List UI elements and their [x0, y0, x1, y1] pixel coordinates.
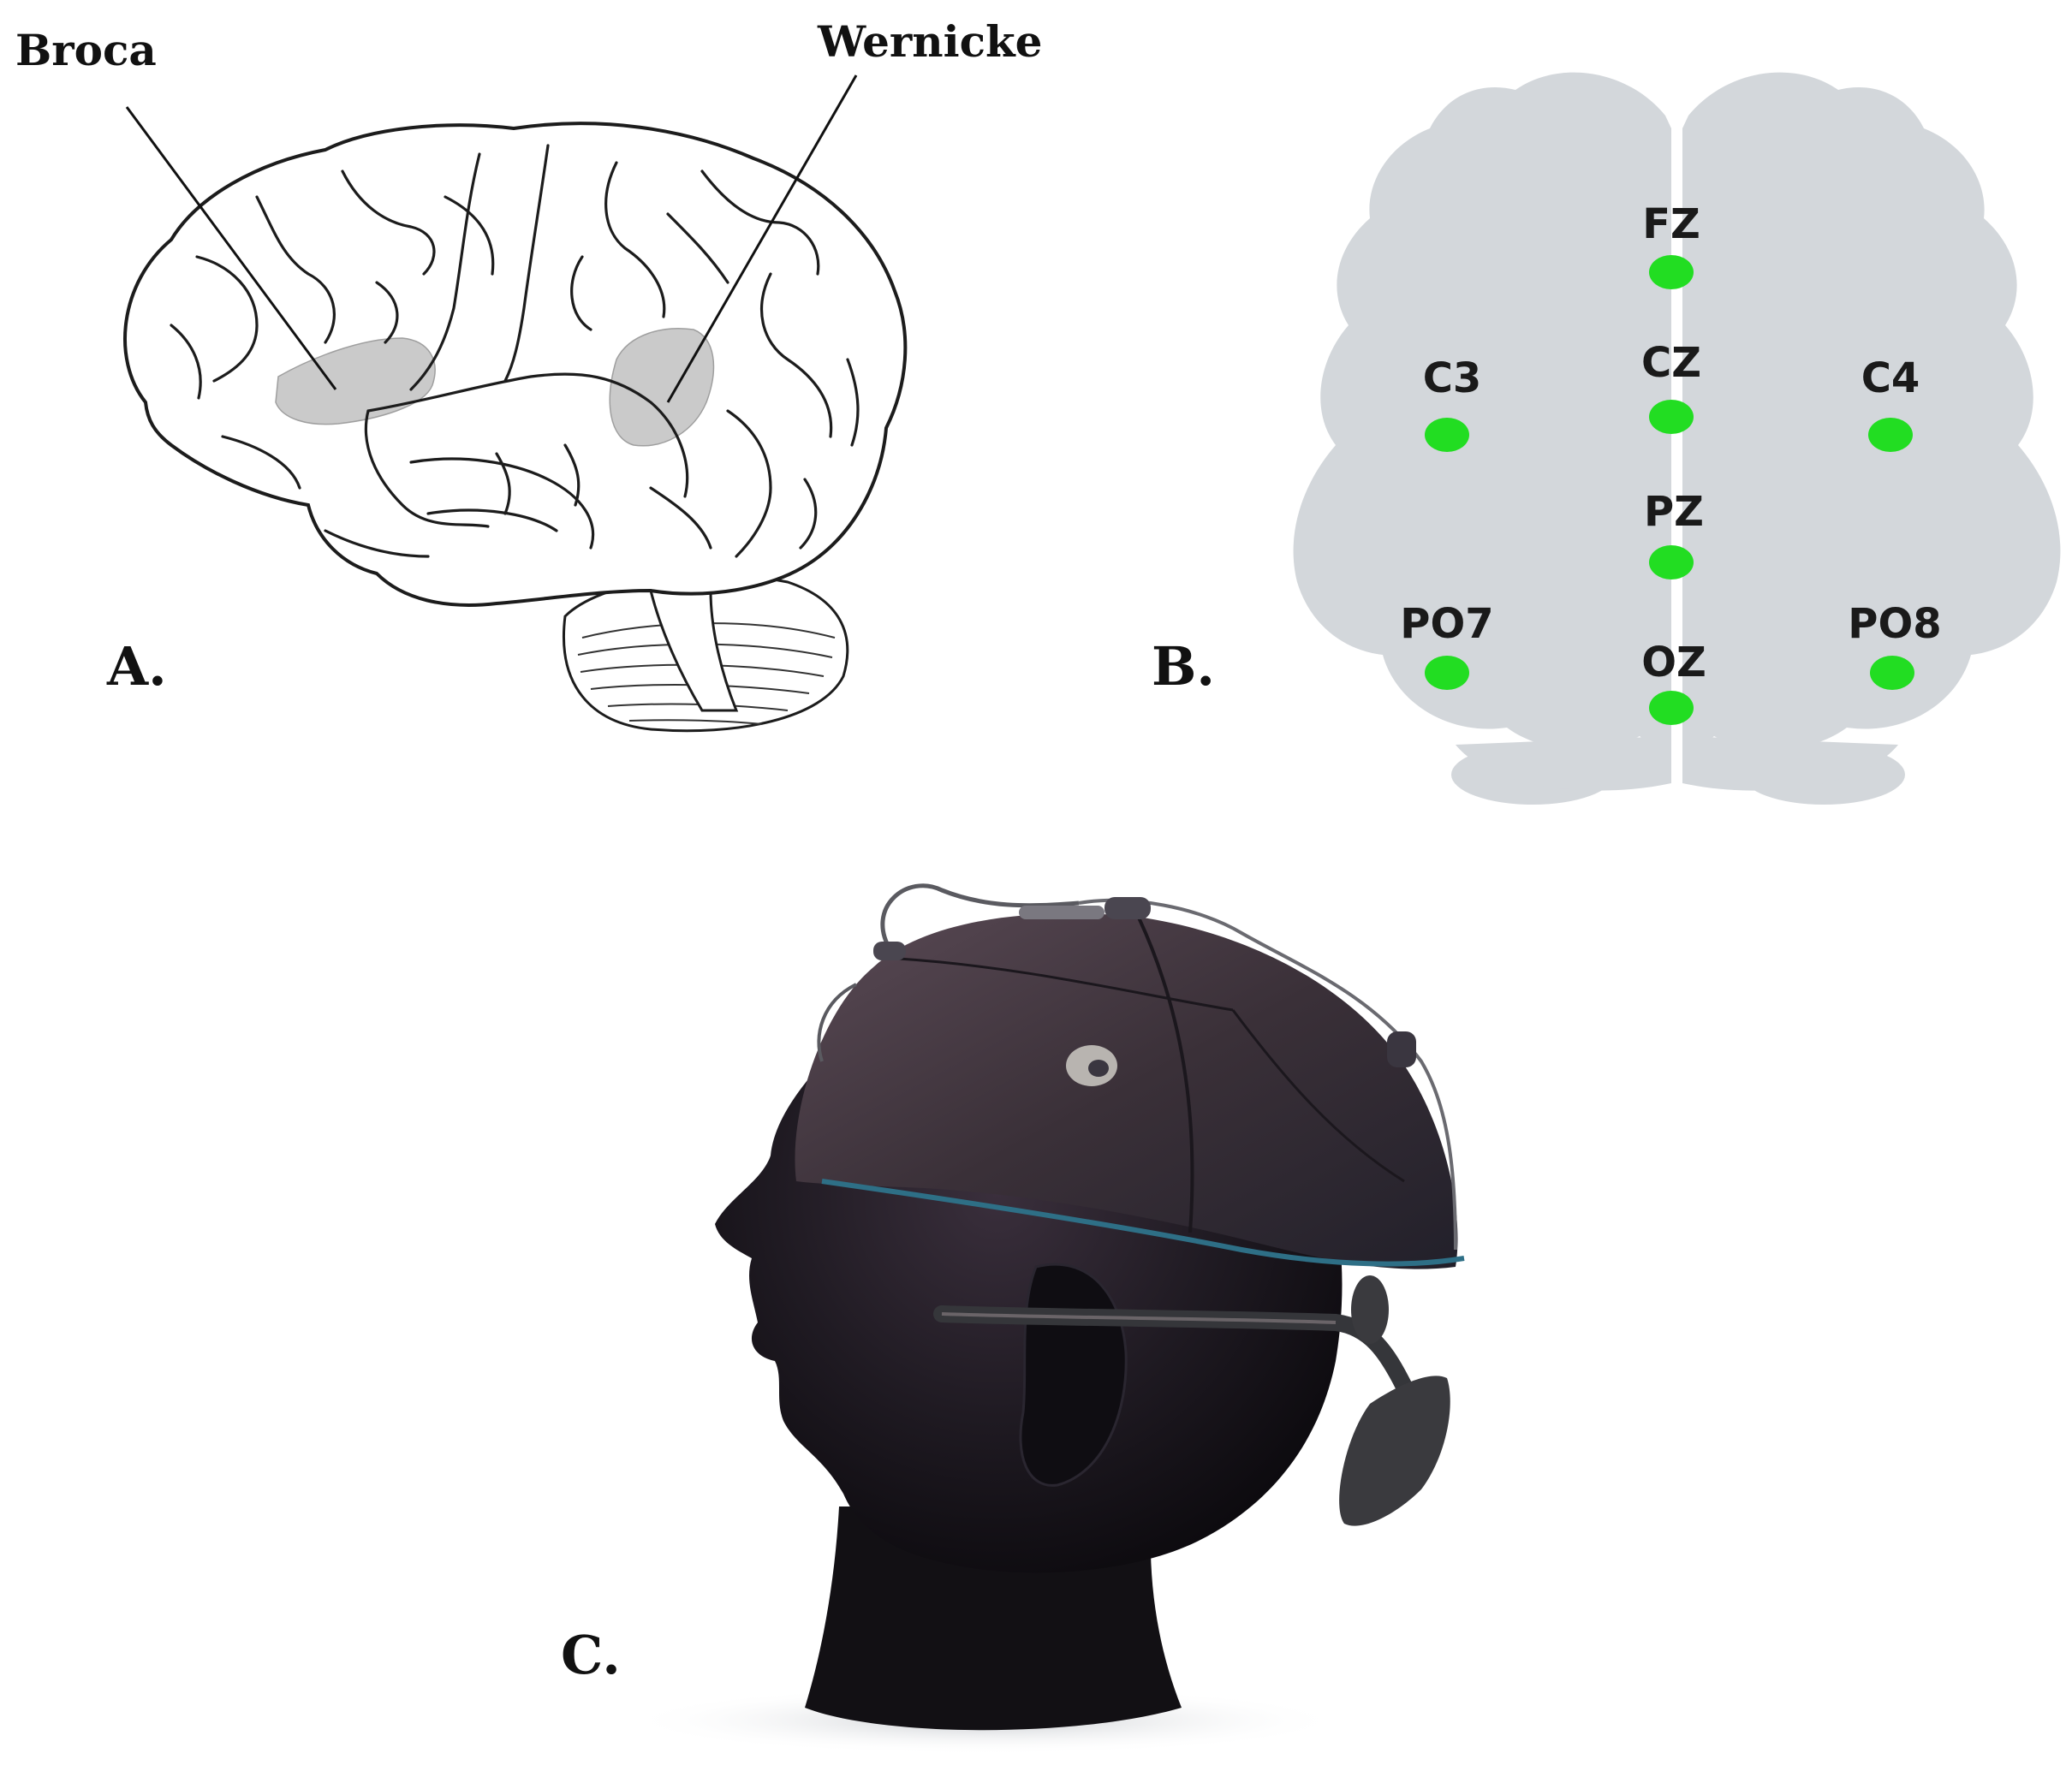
headset-pivot — [1351, 1275, 1389, 1344]
cerebrum-outline — [123, 122, 908, 607]
brainstem-shape — [649, 589, 739, 712]
electrode-po8-label: PO8 — [1848, 600, 1941, 648]
electrode-cable — [880, 883, 1080, 952]
electrode-fz-dot — [1649, 255, 1694, 289]
electrode-pz-label: PZ — [1644, 488, 1704, 536]
wernicke-leader-line — [666, 74, 858, 403]
electrode-po7-dot — [1425, 656, 1469, 690]
broca-region-highlight — [275, 337, 436, 425]
broca-label: Broca — [15, 25, 157, 75]
right-hemisphere-shape — [1682, 72, 2061, 751]
panel-a-brain-illustration — [123, 74, 908, 733]
wernicke-label: Wernicke — [817, 16, 1042, 67]
panel-c-headset-photo — [625, 883, 1465, 1755]
electrode-pz-dot — [1649, 545, 1694, 579]
headset-battery-pod — [1339, 1376, 1450, 1526]
electrode-po8-dot — [1870, 656, 1914, 690]
electrode-sensor — [1104, 897, 1151, 919]
electrode-c3-label: C3 — [1423, 354, 1482, 402]
electrode-po7-label: PO7 — [1400, 600, 1493, 648]
electrode-cz-dot — [1649, 400, 1694, 434]
left-hemisphere-shape — [1293, 72, 1671, 751]
panel-a-label: A. — [106, 635, 167, 698]
brain-gyri-lines — [170, 144, 860, 558]
electrode-oz-dot — [1649, 691, 1694, 725]
electrode-c4-label: C4 — [1861, 354, 1920, 402]
electrode-fz-label: FZ — [1642, 200, 1700, 248]
electrode-oz-label: OZ — [1641, 639, 1706, 686]
panel-b-scalp-map: FZ C3 CZ C4 PZ PO7 OZ PO8 — [1293, 72, 2061, 805]
panel-b-label: B. — [1152, 635, 1215, 698]
electrode-c4-dot — [1868, 418, 1913, 452]
eeg-cap — [795, 913, 1458, 1269]
headband-cable — [821, 1179, 1465, 1267]
electrode-c3-dot — [1425, 418, 1469, 452]
panel-c-label: C. — [561, 1624, 621, 1686]
broca-leader-line — [125, 106, 337, 390]
wernicke-region-highlight — [609, 328, 715, 447]
electrode-cz-label: CZ — [1641, 339, 1701, 387]
